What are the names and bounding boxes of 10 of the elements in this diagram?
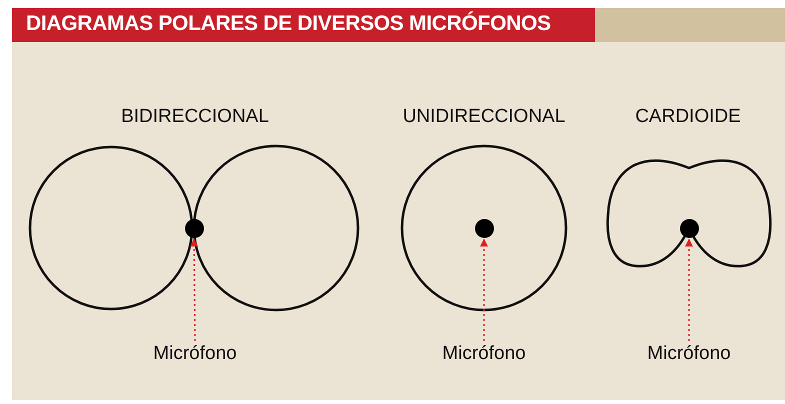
microphone-label: Micrófono [153,343,237,365]
leader-arrow [685,238,693,341]
pattern-heading: CARDIOIDE [635,106,741,128]
leader-arrow [190,238,198,341]
microphone-label: Micrófono [442,343,526,365]
pattern-heading: UNIDIRECCIONAL [402,106,566,128]
leader-arrow [480,238,488,341]
title: DIAGRAMAS POLARES DE DIVERSOS MICRÓFONOS [26,12,551,36]
microphone-label: Micrófono [647,343,731,365]
pattern-heading: BIDIRECCIONAL [121,106,269,128]
